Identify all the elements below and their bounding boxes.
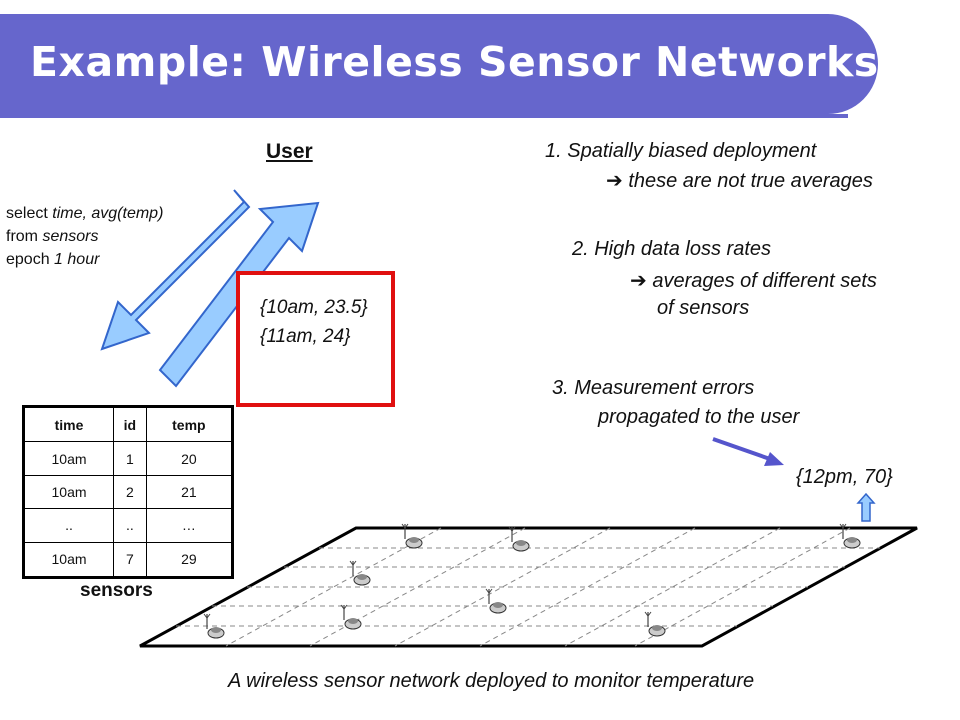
- table-cell: ..: [113, 508, 147, 543]
- outlier-up-arrow: [856, 492, 876, 522]
- result-row: {10am, 23.5}: [260, 297, 368, 318]
- point-2-consequence-cont: of sensors: [657, 297, 750, 319]
- query-line-select: select time, avg(temp): [6, 202, 163, 225]
- query-text: select time, avg(temp) from sensors epoc…: [6, 202, 163, 271]
- query-expression: 1 hour: [54, 251, 100, 268]
- table-row: 10am 7 29: [22, 541, 234, 579]
- point-2-title: 2. High data loss rates: [572, 238, 771, 260]
- sensor-mote: [485, 588, 507, 614]
- column-header: time: [22, 405, 115, 443]
- table-cell: 29: [145, 541, 234, 579]
- result-box: {10am, 23.5} {11am, 24}: [236, 271, 395, 407]
- point-3-consequence: propagated to the user: [598, 406, 800, 428]
- title-underline: [0, 114, 848, 118]
- point-1-consequence: ➔ these are not true averages: [606, 168, 873, 193]
- sensor-mote: [508, 526, 530, 552]
- table-row: .. .. …: [22, 508, 234, 543]
- title-bar: [0, 14, 878, 114]
- consequence-text: averages of different sets: [652, 270, 877, 292]
- table-cell: 1: [113, 441, 147, 476]
- query-line-from: from sensors: [6, 225, 163, 248]
- table-cell: 10am: [22, 474, 115, 510]
- table-cell: …: [145, 508, 234, 543]
- slide-title: Example: Wireless Sensor Networks: [30, 38, 879, 86]
- table-cell: 21: [145, 474, 234, 510]
- query-keyword: select: [6, 205, 53, 222]
- sensor-mote: [839, 523, 861, 549]
- consequence-text: these are not true averages: [628, 170, 873, 192]
- user-label: User: [266, 140, 313, 163]
- sensor-mote: [401, 523, 423, 549]
- query-expression: sensors: [42, 228, 99, 245]
- query-keyword: from: [6, 228, 43, 245]
- point-2-consequence: ➔ averages of different sets: [630, 268, 877, 293]
- query-expression: time, avg(temp): [52, 205, 164, 222]
- sensor-mote: [349, 560, 371, 586]
- diagram-caption: A wireless sensor network deployed to mo…: [228, 670, 755, 692]
- result-row: {11am, 24}: [260, 326, 351, 347]
- table-row: 10am 2 21: [22, 474, 234, 510]
- implies-arrow-icon: ➔: [606, 168, 623, 192]
- pointer-arrow: [712, 437, 784, 466]
- sensor-readings-table: time id temp 10am 1 20 10am 2 21 .. .. ……: [22, 405, 234, 579]
- table-header-row: time id temp: [22, 405, 234, 443]
- query-down-arrow: [100, 189, 251, 351]
- sensor-mote: [203, 613, 225, 639]
- query-line-epoch: epoch 1 hour: [6, 248, 163, 271]
- table-cell: 7: [113, 541, 147, 579]
- point-3-title: 3. Measurement errors: [552, 377, 755, 399]
- table-cell: 10am: [22, 541, 115, 579]
- column-header: id: [113, 405, 147, 443]
- sensor-mote: [340, 604, 362, 630]
- sensor-mote: [644, 611, 666, 637]
- point-1-title: 1. Spatially biased deployment: [545, 140, 817, 162]
- table-row: 10am 1 20: [22, 441, 234, 476]
- table-cell: ..: [22, 508, 115, 543]
- outlier-reading: {12pm, 70}: [796, 466, 893, 488]
- column-header: temp: [145, 405, 234, 443]
- table-cell: 20: [145, 441, 234, 476]
- sensors-label: sensors: [80, 580, 153, 601]
- table-cell: 2: [113, 474, 147, 510]
- query-keyword: epoch: [6, 251, 55, 268]
- implies-arrow-icon: ➔: [630, 268, 647, 292]
- table-cell: 10am: [22, 441, 115, 476]
